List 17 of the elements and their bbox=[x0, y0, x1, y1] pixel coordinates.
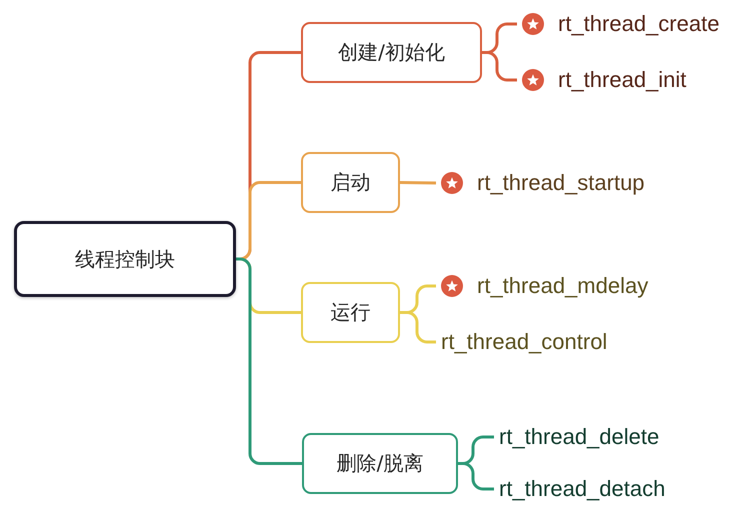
topic-box: 创建/初始化 bbox=[301, 22, 482, 83]
function-name: rt_thread_delete bbox=[499, 424, 660, 450]
function-name: rt_thread_detach bbox=[499, 476, 666, 502]
function-name: rt_thread_startup bbox=[477, 170, 645, 196]
central-topic-box: 线程控制块 bbox=[14, 221, 236, 297]
topic-box: 启动 bbox=[301, 152, 400, 213]
connector-line bbox=[482, 51, 517, 82]
connector-line bbox=[236, 258, 302, 465]
connector-line bbox=[400, 311, 436, 344]
function-name: rt_thread_init bbox=[558, 67, 686, 93]
topic-box: 运行 bbox=[301, 282, 400, 343]
topic-box: 删除/脱离 bbox=[302, 433, 458, 494]
function-name: rt_thread_mdelay bbox=[477, 273, 648, 299]
function-name: rt_thread_create bbox=[558, 11, 720, 37]
connector-line bbox=[400, 181, 436, 184]
connector-line bbox=[458, 462, 494, 490]
function-name: rt_thread_control bbox=[441, 329, 608, 355]
